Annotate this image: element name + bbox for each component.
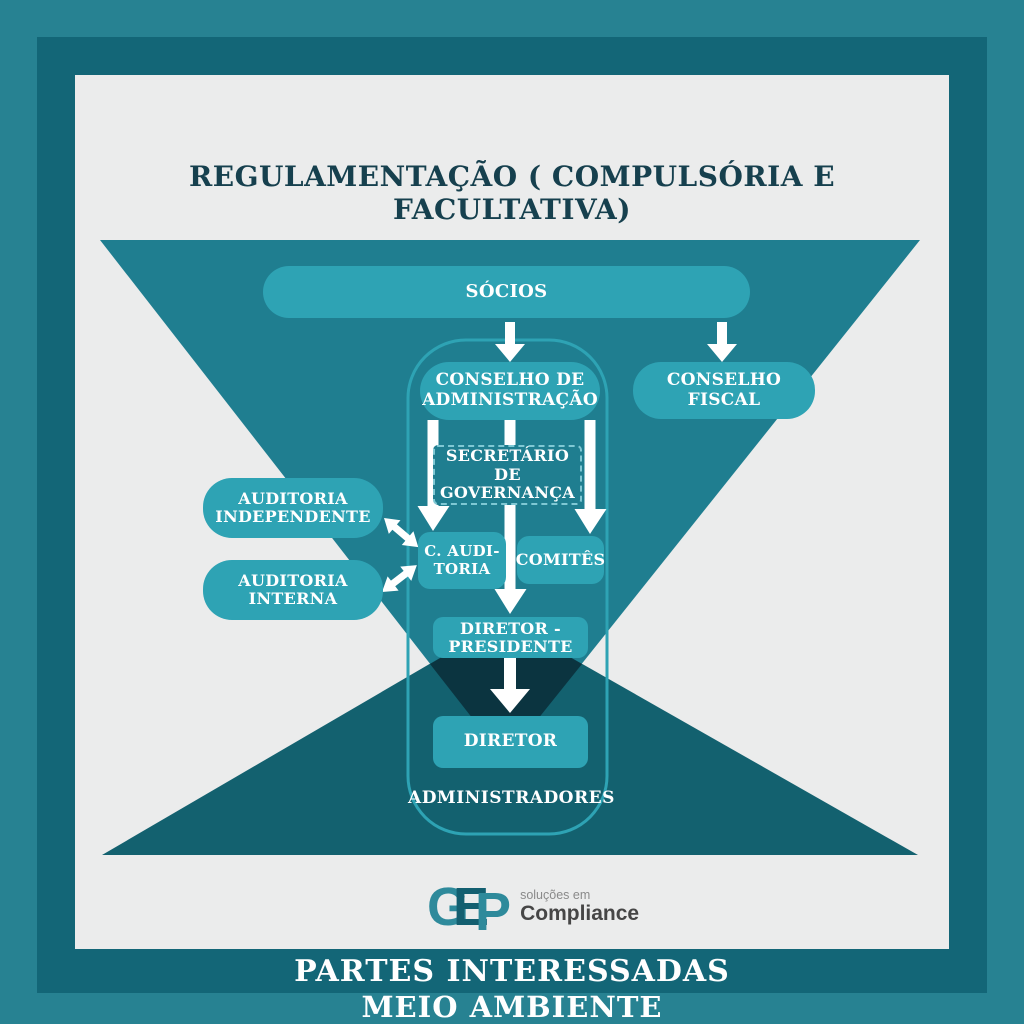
logo-brand-name: Compliance <box>520 901 640 925</box>
node-socios: SÓCIOS <box>263 266 750 318</box>
node-conselho-administracao: CONSELHO DE ADMINISTRAÇÃO <box>420 362 600 420</box>
node-diretor-presidente: DIRETOR - PRESIDENTE <box>433 617 588 658</box>
page-title: REGULAMENTAÇÃO ( COMPULSÓRIA E FACULTATI… <box>188 160 836 226</box>
node-auditoria-interna: AUDITORIA INTERNA <box>203 560 383 620</box>
partes-interessadas-caption: PARTES INTERESSADAS <box>294 954 730 989</box>
logo-text-block: soluções em Compliance <box>520 888 640 925</box>
node-diretor: DIRETOR <box>433 716 588 768</box>
node-comites: COMITÊS <box>516 536 605 584</box>
gep-compliance-logo: G E P soluções em Compliance <box>427 877 640 939</box>
logo-letter-p: P <box>475 882 512 942</box>
node-secretario-governanca: SECRETÁRIO DE GOVERNANÇA <box>433 445 582 505</box>
logo-letter-e: E <box>453 877 490 937</box>
administradores-label: ADMINISTRADORES <box>408 788 615 808</box>
logo-tagline: soluções em <box>520 888 591 903</box>
node-conselho-fiscal: CONSELHO FISCAL <box>633 362 815 419</box>
logo-letter-g: G <box>427 877 470 937</box>
node-auditoria-independente: AUDITORIA INDEPENDENTE <box>203 478 383 538</box>
gep-logo-letters: G E P <box>427 877 511 939</box>
node-comite-auditoria: C. AUDI- TORIA <box>418 532 506 589</box>
meio-ambiente-caption: MEIO AMBIENTE <box>361 990 663 1024</box>
